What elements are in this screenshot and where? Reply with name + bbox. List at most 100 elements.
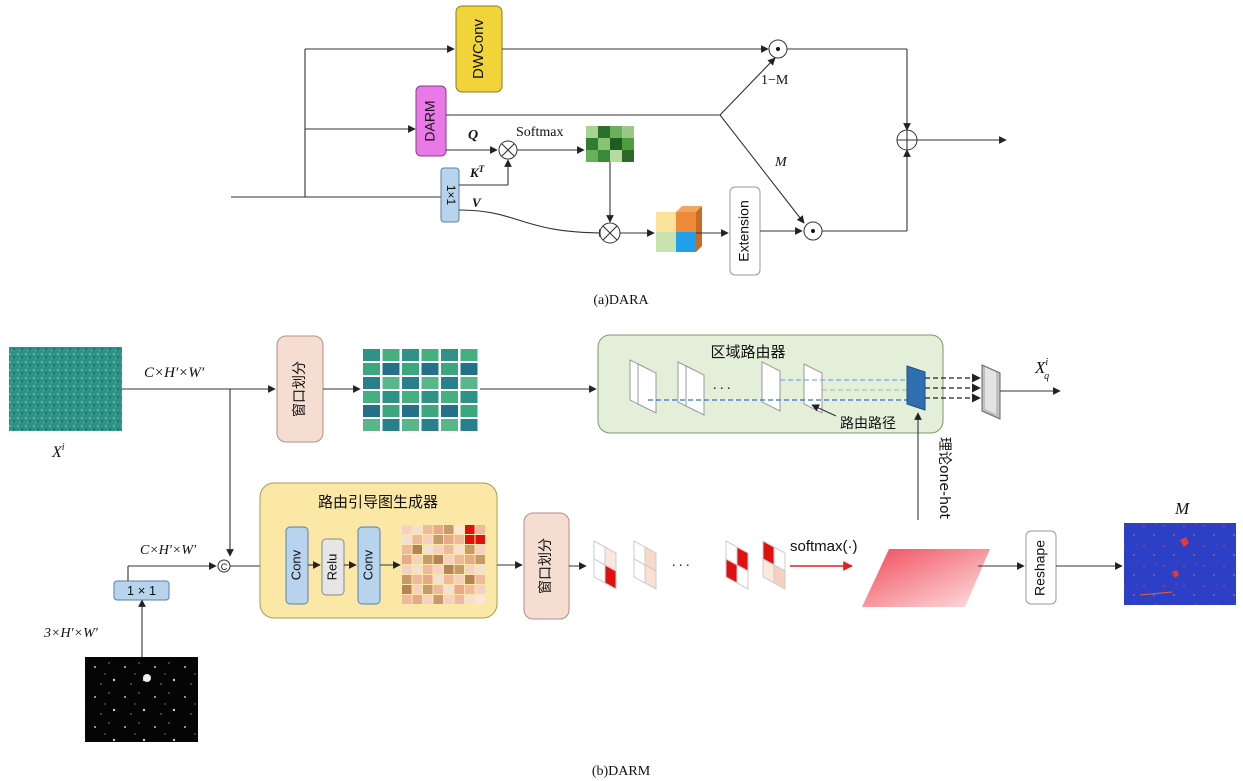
v-label: V: [472, 195, 482, 210]
softmax-label: Softmax: [516, 125, 563, 140]
hadamard-dot-bottom: [811, 229, 815, 233]
window-cell: [383, 349, 400, 361]
xi-label: Xi: [51, 442, 65, 461]
heatmap-cell: [465, 575, 475, 584]
window-cell: [402, 363, 419, 375]
heatmap-cell: [444, 575, 454, 584]
heatmap-cell: [423, 525, 433, 534]
window-cell: [383, 363, 400, 375]
heatmap-cell: [455, 545, 465, 554]
window-cell: [363, 405, 380, 417]
conv1x1-label-b: 1 × 1: [127, 583, 156, 598]
ellipsis-tiles: . . .: [672, 555, 690, 570]
conv-label-a: Conv: [288, 549, 303, 580]
window-split-label-2: 窗口划分: [537, 538, 554, 594]
softmax-fn-label: softmax(·): [790, 538, 858, 555]
heatmap-cell: [476, 595, 486, 604]
heatmap-cell: [444, 565, 454, 574]
caption-a: (a)DARA: [593, 293, 649, 308]
conv1x1-label-a: 1×1: [444, 185, 458, 206]
heatmap-cell: [465, 595, 475, 604]
heatmap-cell: [465, 585, 475, 594]
window-cell: [383, 419, 400, 431]
extension-label: Extension: [736, 200, 752, 261]
window-cell: [422, 349, 439, 361]
heatmap-cell: [476, 525, 486, 534]
q-label: Q: [468, 128, 478, 143]
reshape-label: Reshape: [1032, 540, 1048, 596]
heatmap-cell: [444, 595, 454, 604]
region-router-label: 区域路由器: [710, 343, 785, 361]
heatmap-cell: [423, 545, 433, 554]
softmax-output-map: [862, 549, 990, 607]
guide-generator-label: 路由引导图生成器: [318, 493, 438, 511]
heatmap-cell: [455, 555, 465, 564]
window-cell: [422, 405, 439, 417]
heatmap-cell: [434, 555, 444, 564]
heatmap-cell: [413, 555, 423, 564]
heatmap-cell: [423, 565, 433, 574]
heatmap-cell: [423, 535, 433, 544]
heatmap-cell: [413, 545, 423, 554]
output-token-slab-face: [985, 367, 996, 414]
window-cell: [441, 391, 458, 403]
heatmap-cell: [402, 595, 412, 604]
window-cell: [402, 419, 419, 431]
heatmap-cell: [455, 585, 465, 594]
heatmap-cell: [455, 535, 465, 544]
dwconv-label: DWConv: [470, 19, 487, 80]
arrow-v: [459, 210, 606, 233]
heatmap-cell: [465, 555, 475, 564]
window-cell: [363, 377, 380, 389]
window-cell: [461, 405, 478, 417]
window-cell: [402, 377, 419, 389]
heatmap-cell: [476, 545, 486, 554]
heatmap-cell: [444, 545, 454, 554]
one-minus-m-label: 1−M: [761, 73, 789, 88]
heatmap-cell: [402, 535, 412, 544]
window-cell: [422, 391, 439, 403]
window-cell: [402, 405, 419, 417]
concat-symbol: C: [221, 562, 228, 572]
window-cell: [363, 419, 380, 431]
heatmap-cell: [434, 595, 444, 604]
heatmap-cell: [434, 565, 444, 574]
window-cell: [422, 377, 439, 389]
heatmap-cell: [476, 535, 486, 544]
heatmap-cell: [402, 525, 412, 534]
routed-token-bar: [907, 366, 925, 410]
panel-a: DWConv DARM 1−M M Q 1×1 KT V Softmax: [231, 6, 1006, 308]
heatmap-cell: [423, 585, 433, 594]
heatmap-cell: [423, 575, 433, 584]
heatmap-cell: [444, 555, 454, 564]
heatmap-cell: [444, 525, 454, 534]
softmax-attention-grid: [586, 126, 634, 162]
heatmap-cell: [402, 565, 412, 574]
heatmap-cell: [465, 535, 475, 544]
heatmap-cell: [413, 595, 423, 604]
window-cell: [383, 391, 400, 403]
heatmap-cell: [413, 565, 423, 574]
heatmap-cell: [455, 525, 465, 534]
window-cell: [441, 349, 458, 361]
window-cell: [422, 419, 439, 431]
three-hw-label: 3×H′×W′: [43, 626, 99, 641]
heatmap-cell: [423, 555, 433, 564]
heatmap-cell: [455, 595, 465, 604]
relu-label: Relu: [324, 554, 339, 581]
heatmap-cell: [465, 525, 475, 534]
heatmap-cell: [476, 565, 486, 574]
heatmap-cell: [413, 575, 423, 584]
window-cell: [461, 349, 478, 361]
heatmap-cell: [423, 595, 433, 604]
conv-label-b: Conv: [360, 549, 375, 580]
heatmap-cell: [465, 545, 475, 554]
attention-output-block: [656, 206, 702, 252]
window-cell: [461, 419, 478, 431]
heatmap-cell: [402, 545, 412, 554]
theory-onehot-label: 理论one-hot: [936, 437, 952, 520]
m-label-a: M: [774, 155, 788, 170]
window-cell: [363, 349, 380, 361]
